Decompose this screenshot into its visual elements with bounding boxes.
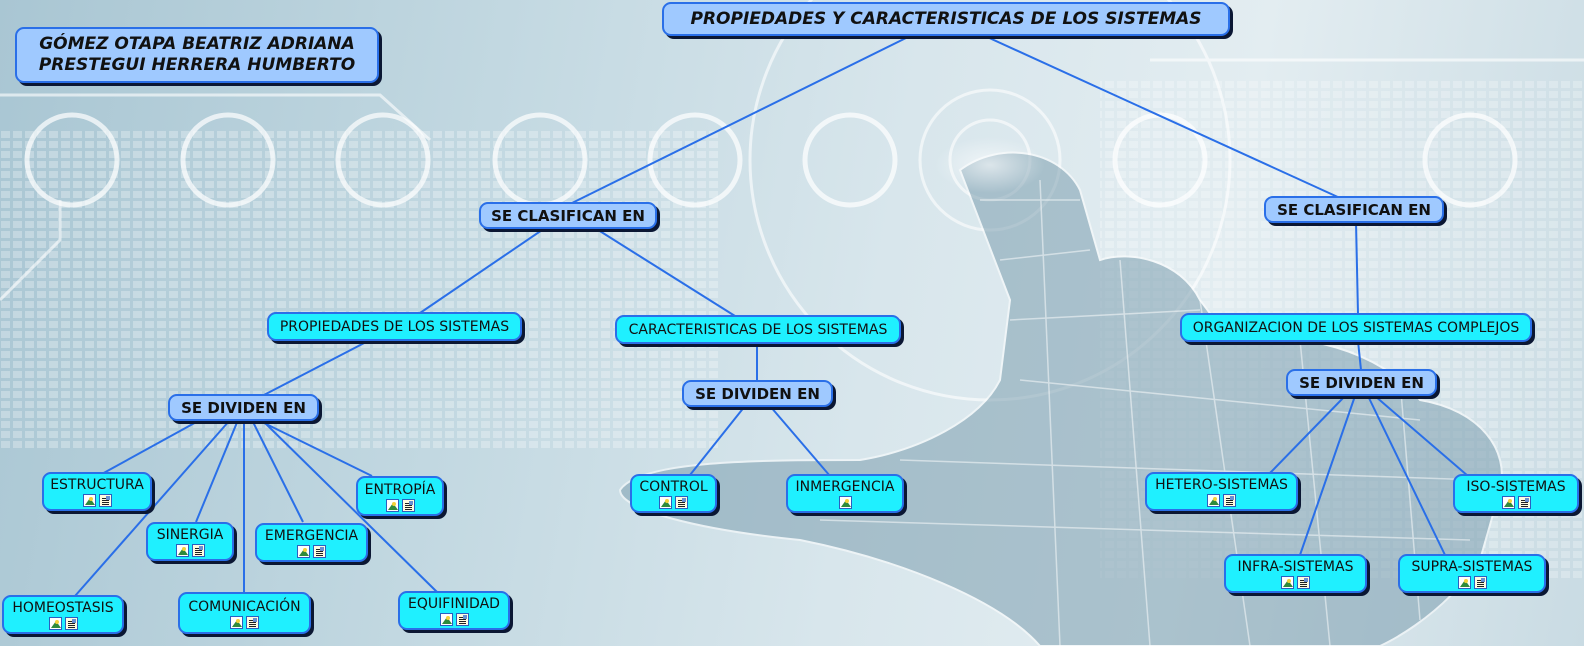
- document-icon[interactable]: [313, 545, 326, 558]
- link-label: SE CLASIFICAN EN: [1277, 200, 1431, 219]
- concept-label: ORGANIZACION DE LOS SISTEMAS COMPLEJOS: [1192, 319, 1520, 336]
- link-label: SE DIVIDEN EN: [181, 398, 306, 417]
- image-icon[interactable]: [297, 545, 310, 558]
- leaf-emergencia[interactable]: EMERGENCIA: [255, 523, 368, 562]
- link-se-dividen-organizacion[interactable]: SE DIVIDEN EN: [1286, 369, 1437, 396]
- leaf-label: HOMEOSTASIS: [12, 600, 114, 616]
- leaf-label: EQUIFINIDAD: [408, 596, 500, 612]
- document-icon[interactable]: [191, 544, 205, 557]
- document-icon[interactable]: [1473, 576, 1487, 589]
- leaf-label: EMERGENCIA: [264, 528, 359, 544]
- link-label: SE CLASIFICAN EN: [491, 206, 645, 225]
- document-icon[interactable]: [455, 613, 469, 626]
- connector-lines: [74, 35, 1469, 597]
- document-icon[interactable]: [246, 615, 259, 629]
- concept-propiedades[interactable]: PROPIEDADES DE LOS SISTEMAS: [267, 312, 522, 341]
- image-icon[interactable]: [659, 496, 672, 509]
- leaf-entropia[interactable]: ENTROPÍA: [356, 476, 444, 516]
- leaf-label: SINERGIA: [156, 527, 224, 543]
- leaf-iso-sistemas[interactable]: ISO-SISTEMAS: [1453, 474, 1579, 513]
- concept-organizacion[interactable]: ORGANIZACION DE LOS SISTEMAS COMPLEJOS: [1180, 313, 1532, 342]
- image-icon[interactable]: [439, 613, 453, 626]
- author-2: PRESTEGUI HERRERA HUMBERTO: [38, 55, 356, 75]
- leaf-label: ISO-SISTEMAS: [1466, 479, 1566, 495]
- leaf-control[interactable]: CONTROL: [630, 474, 717, 513]
- document-icon[interactable]: [98, 494, 112, 507]
- leaf-supra-sistemas[interactable]: SUPRA-SISTEMAS: [1398, 554, 1546, 593]
- image-icon[interactable]: [1457, 576, 1471, 589]
- leaf-hetero-sistemas[interactable]: HETERO-SISTEMAS: [1145, 472, 1298, 511]
- image-icon[interactable]: [1207, 494, 1220, 507]
- leaf-label: INFRA-SISTEMAS: [1237, 559, 1354, 575]
- document-icon[interactable]: [1517, 496, 1531, 509]
- leaf-label: SUPRA-SISTEMAS: [1411, 559, 1533, 575]
- image-icon[interactable]: [838, 496, 852, 509]
- leaf-label: INMERGENCIA: [795, 479, 895, 495]
- leaf-estructura[interactable]: ESTRUCTURA: [42, 472, 152, 511]
- image-icon[interactable]: [82, 494, 96, 507]
- image-icon[interactable]: [48, 617, 62, 630]
- leaf-label: ENTROPÍA: [364, 481, 436, 498]
- leaf-infra-sistemas[interactable]: INFRA-SISTEMAS: [1224, 554, 1367, 593]
- main-title: PROPIEDADES Y CARACTERISTICAS DE LOS SIS…: [690, 9, 1202, 29]
- document-icon[interactable]: [1297, 576, 1310, 589]
- document-icon[interactable]: [401, 498, 415, 512]
- link-se-dividen-propiedades[interactable]: SE DIVIDEN EN: [168, 394, 319, 421]
- leaf-label: CONTROL: [639, 479, 708, 495]
- leaf-comunicacion[interactable]: COMUNICACIÓN: [178, 592, 311, 634]
- leaf-label: ESTRUCTURA: [50, 477, 144, 493]
- image-icon[interactable]: [230, 615, 243, 629]
- main-title-node[interactable]: PROPIEDADES Y CARACTERISTICAS DE LOS SIS…: [662, 2, 1230, 36]
- leaf-label: HETERO-SISTEMAS: [1155, 477, 1288, 493]
- document-icon[interactable]: [1223, 494, 1236, 507]
- leaf-inmergencia[interactable]: INMERGENCIA: [786, 474, 904, 513]
- leaf-sinergia[interactable]: SINERGIA: [146, 522, 234, 561]
- concept-label: PROPIEDADES DE LOS SISTEMAS: [279, 318, 510, 335]
- link-se-dividen-caracteristicas[interactable]: SE DIVIDEN EN: [682, 380, 833, 407]
- concept-label: CARACTERISTICAS DE LOS SISTEMAS: [628, 321, 888, 338]
- leaf-homeostasis[interactable]: HOMEOSTASIS: [2, 595, 124, 634]
- image-icon[interactable]: [1281, 576, 1294, 589]
- authors-box[interactable]: GÓMEZ OTAPA BEATRIZ ADRIANA PRESTEGUI HE…: [15, 27, 379, 83]
- image-icon[interactable]: [1501, 496, 1515, 509]
- link-se-clasifican-right[interactable]: SE CLASIFICAN EN: [1264, 196, 1444, 223]
- image-icon[interactable]: [175, 544, 189, 557]
- link-se-clasifican-left[interactable]: SE CLASIFICAN EN: [479, 202, 657, 229]
- author-1: GÓMEZ OTAPA BEATRIZ ADRIANA: [39, 34, 355, 54]
- document-icon[interactable]: [64, 617, 78, 630]
- leaf-equifinidad[interactable]: EQUIFINIDAD: [398, 591, 510, 630]
- document-icon[interactable]: [675, 496, 688, 509]
- concept-caracteristicas[interactable]: CARACTERISTICAS DE LOS SISTEMAS: [615, 315, 901, 344]
- link-label: SE DIVIDEN EN: [1299, 373, 1424, 392]
- image-icon[interactable]: [385, 498, 399, 512]
- link-label: SE DIVIDEN EN: [695, 384, 820, 403]
- leaf-label: COMUNICACIÓN: [188, 598, 301, 615]
